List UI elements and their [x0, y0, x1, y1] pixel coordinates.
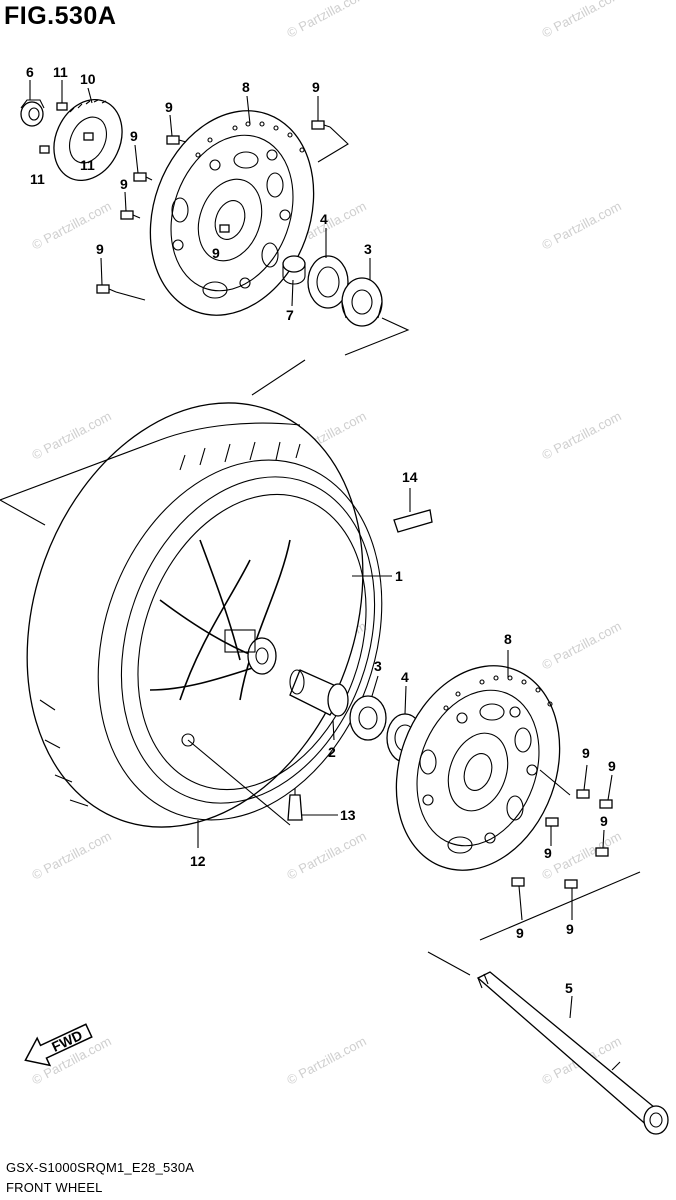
callout: 3: [364, 241, 372, 257]
part-8-brake-disc-lower: [395, 650, 561, 871]
watermark: © Partzilla.com: [284, 828, 368, 882]
part-13-valve: [287, 788, 303, 821]
callout: 9: [608, 758, 616, 774]
part-7-spacer-upper: [282, 255, 306, 285]
callout: 9: [544, 845, 552, 861]
part-8-brake-disc-upper: [149, 110, 315, 316]
callout: 11: [53, 64, 68, 80]
callout: 2: [328, 744, 336, 760]
leader-lines-upper: [29, 80, 410, 396]
part-2-spacer: [289, 669, 349, 741]
watermark: © Partzilla.com: [539, 408, 623, 462]
callout: 6: [26, 64, 34, 80]
part-6-nut: [20, 99, 45, 127]
figure-title: FIG.530A: [4, 2, 117, 30]
watermark: © Partzilla.com: [539, 618, 623, 672]
figure-code: GSX-S1000SRQM1_E28_530A: [6, 1160, 195, 1175]
callout: 9: [96, 241, 104, 257]
callout: 9: [120, 176, 128, 192]
callout: 8: [242, 79, 250, 95]
callout: 7: [286, 307, 294, 323]
callout-numbers: 6 11 10 11 11 8 9 9 9 9 9 9 4 3 7 14 1 8…: [26, 64, 616, 996]
callout: 5: [565, 980, 573, 996]
watermark: © Partzilla.com: [539, 0, 623, 41]
part-9-bolts-lower: [479, 764, 641, 941]
callout: 11: [80, 157, 95, 173]
callout: 9: [130, 128, 138, 144]
callout: 9: [566, 921, 574, 937]
leader-lines-wheel: [0, 439, 392, 848]
part-1-wheel-rim: [120, 476, 376, 804]
watermark: © Partzilla.com: [539, 198, 623, 252]
watermark: © Partzilla.com: [539, 828, 623, 882]
part-4-oil-seal-upper: [307, 255, 349, 309]
callout: 9: [165, 99, 173, 115]
callout: 9: [312, 79, 320, 95]
callout: 4: [401, 669, 409, 685]
callout: 11: [30, 171, 45, 187]
part-3-bearing-upper: [341, 277, 383, 327]
part-9-bolts-upper: [96, 120, 331, 294]
callout: 9: [212, 245, 220, 261]
callout: 10: [80, 71, 96, 87]
watermark: © Partzilla.com: [284, 0, 368, 41]
callout: 9: [516, 925, 524, 941]
callout: 9: [582, 745, 590, 761]
callout: 9: [600, 813, 608, 829]
callout: 3: [374, 658, 382, 674]
callout: 8: [504, 631, 512, 647]
watermark: © Partzilla.com: [284, 1033, 368, 1087]
part-3-bearing-lower: [349, 675, 387, 741]
callout: 13: [340, 807, 356, 823]
part-14-balance-weight: [393, 488, 433, 533]
watermark: © Partzilla.com: [29, 408, 113, 462]
part-11-screws: [39, 96, 94, 154]
callout: 1: [395, 568, 403, 584]
figure-name: FRONT WHEEL: [6, 1180, 103, 1195]
callout: 12: [190, 853, 206, 869]
part-5-axle: [427, 951, 669, 1135]
callout: 4: [320, 211, 328, 227]
callout: 14: [402, 469, 418, 485]
watermark: © Partzilla.com: [29, 828, 113, 882]
part-12-tire: [26, 402, 383, 828]
